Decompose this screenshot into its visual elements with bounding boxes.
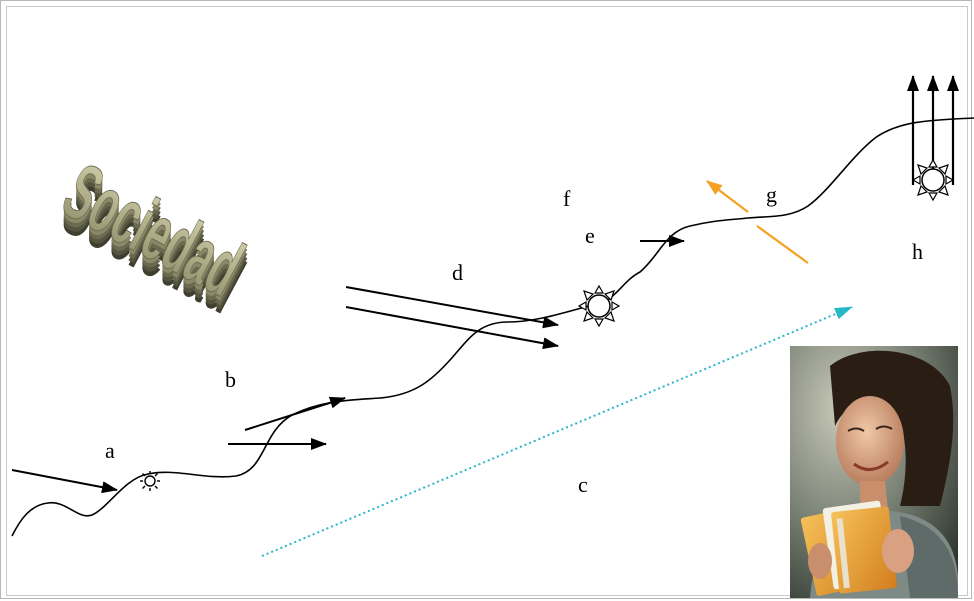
- label-b: b: [225, 367, 236, 392]
- sociedad-logo: Sociedad Sociedad Sociedad Sociedad Soci…: [49, 146, 257, 331]
- orange-arrow-g: [706, 180, 749, 213]
- woman-holding-books-photo: [790, 346, 958, 598]
- arrow-into-a: [11, 469, 118, 494]
- sun-icon: [140, 471, 160, 491]
- label-g: g: [766, 182, 777, 207]
- arrow-b-upper: [244, 396, 346, 431]
- orange-line-g: [756, 225, 809, 264]
- dotted-arrow-c: [261, 306, 853, 557]
- evolution-curve: [11, 117, 974, 537]
- label-c: c: [578, 472, 588, 497]
- label-d: d: [452, 260, 463, 285]
- label-f: f: [563, 186, 571, 211]
- label-a: a: [105, 438, 115, 463]
- arrow-d-lower: [345, 306, 559, 350]
- slide-inner-frame: [6, 6, 968, 596]
- sun-icon: [911, 158, 955, 202]
- arrow-d-upper: [345, 286, 559, 329]
- label-h: h: [912, 239, 923, 264]
- label-e: e: [585, 223, 595, 248]
- sun-icon: [577, 284, 621, 328]
